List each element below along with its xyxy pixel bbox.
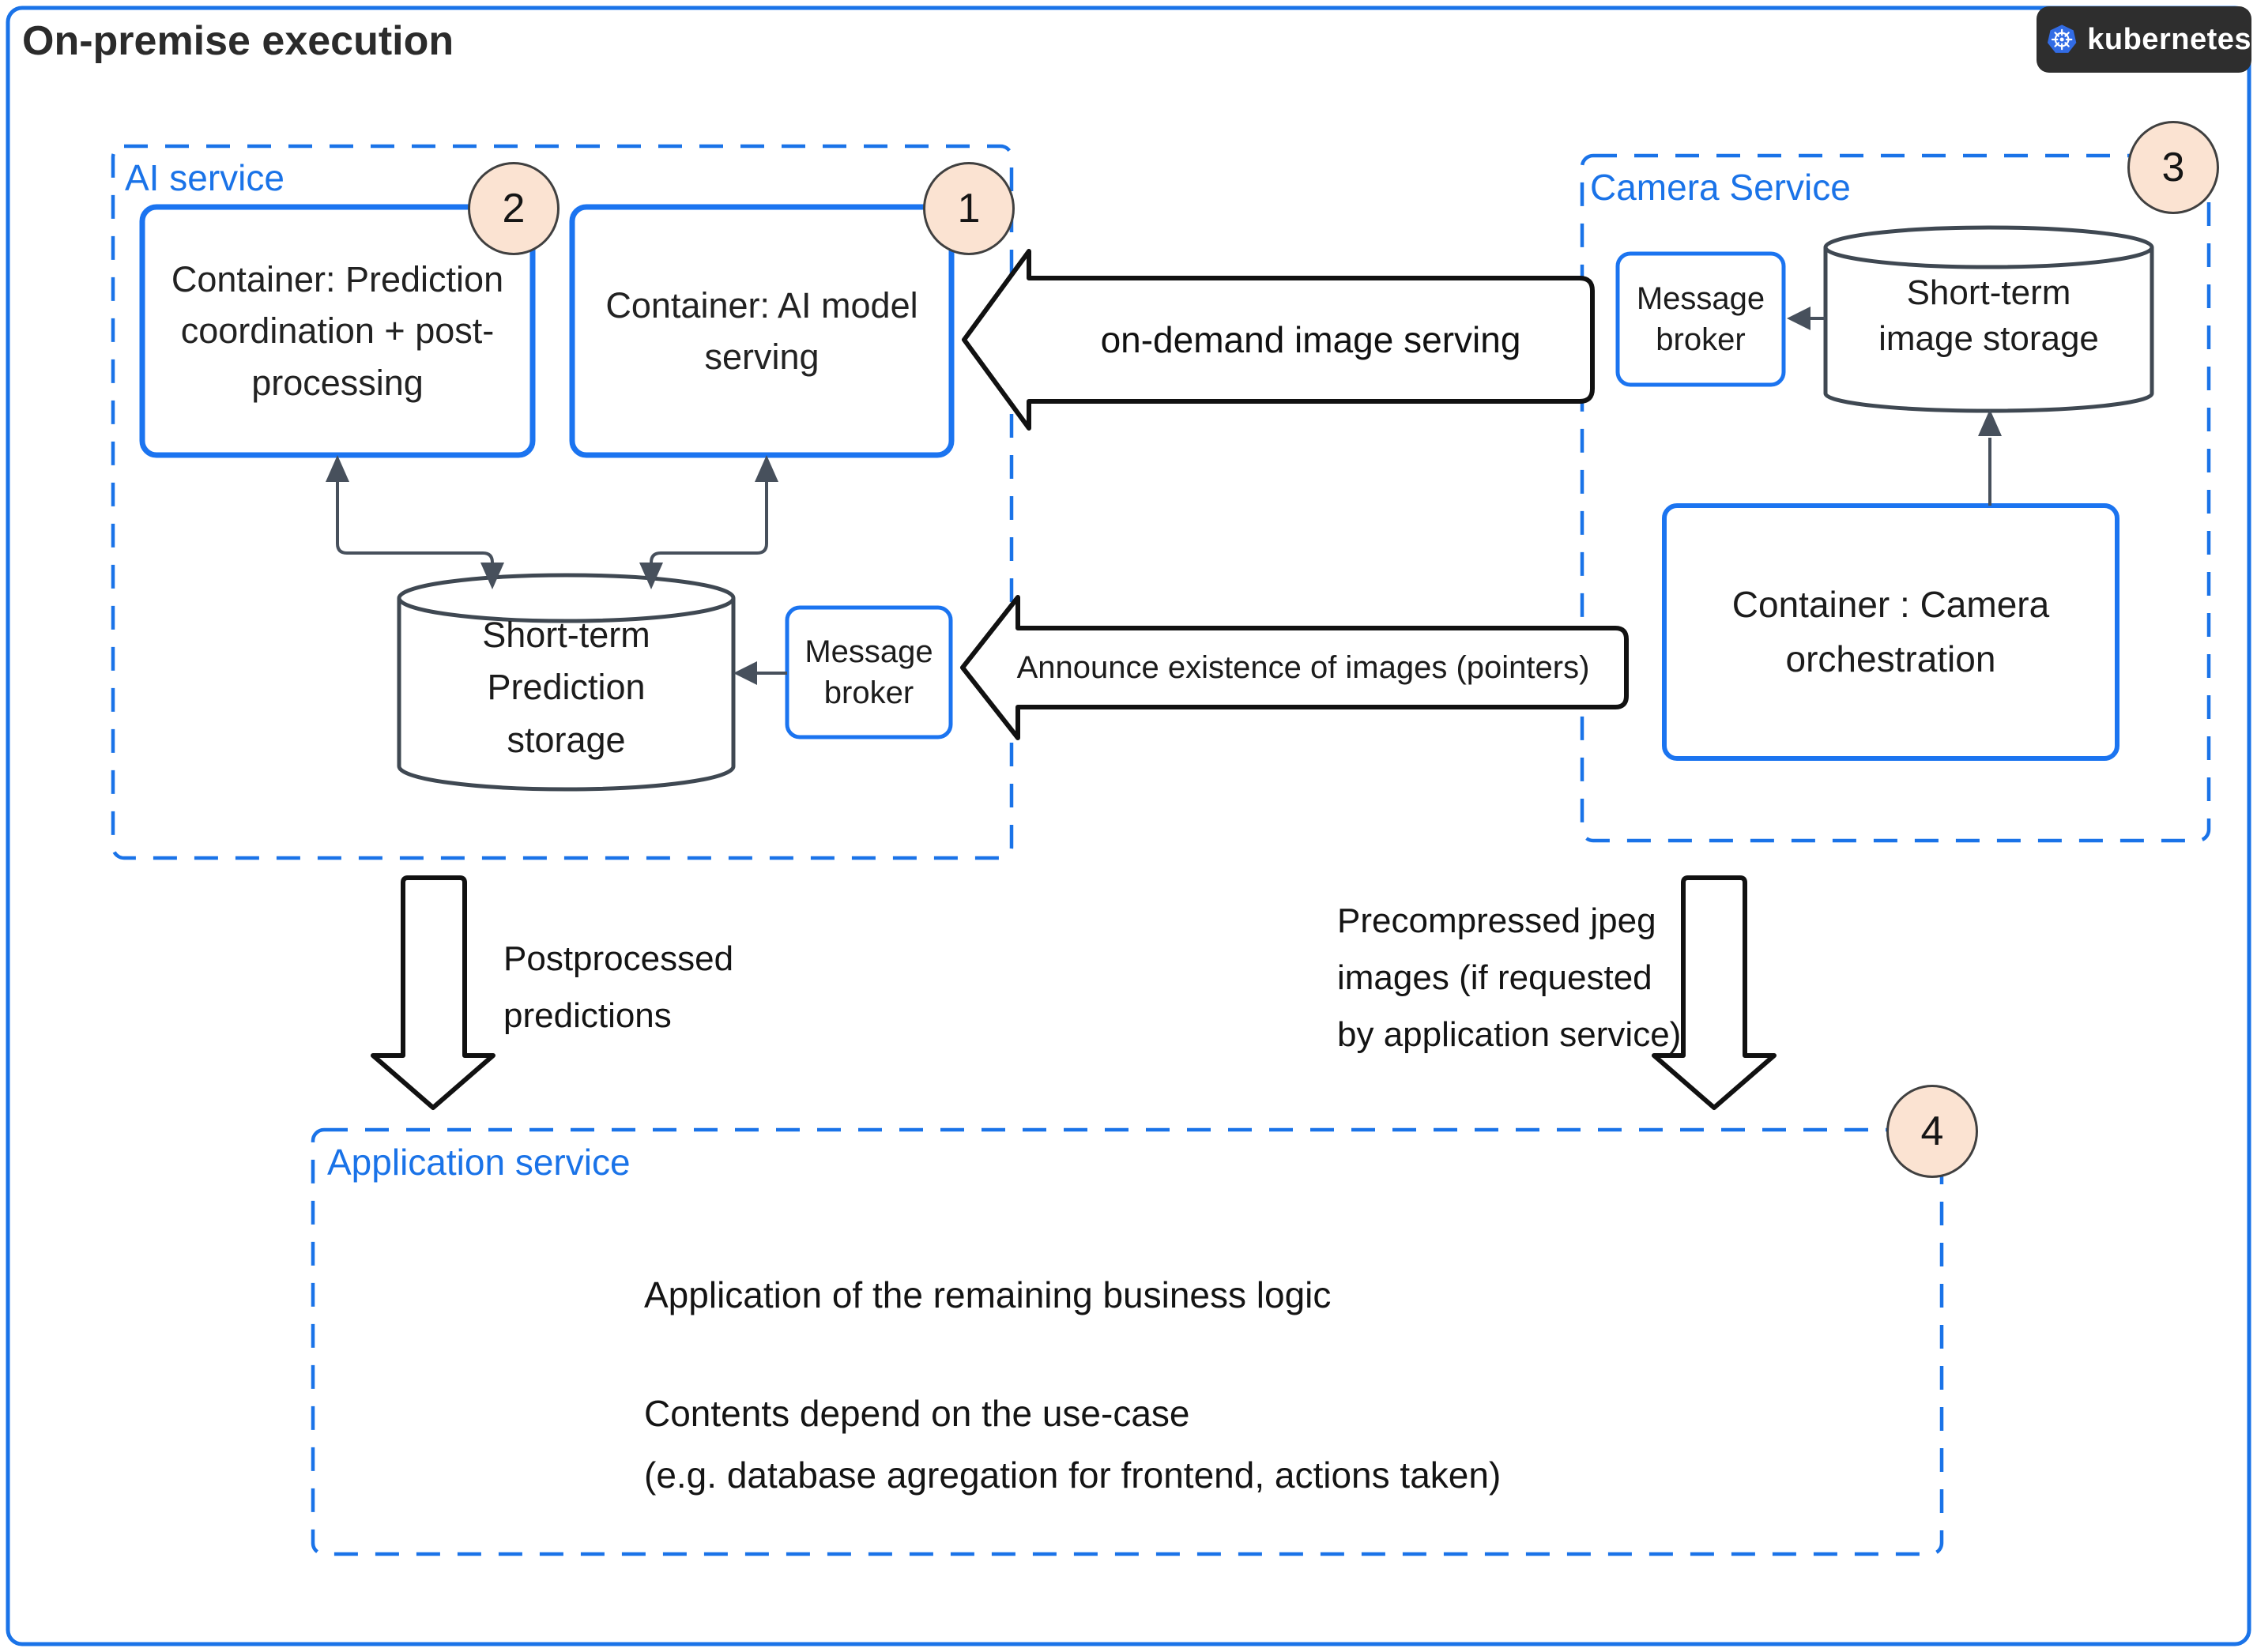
- container-ai-model-label: Container: AI model serving: [605, 284, 918, 377]
- precompressed-note: Precompressed jpeg images (if requested …: [1337, 901, 1682, 1055]
- on-demand-block-arrow: [962, 249, 1595, 431]
- container-prediction-label: Container: Prediction coordination + pos…: [171, 259, 504, 403]
- window-border: [6, 6, 2251, 1646]
- ai-service-group-box: [111, 144, 1014, 860]
- camera-service-label: Camera Service: [1590, 167, 1851, 208]
- camera-orchestration-label: Container : Camera orchestration: [1731, 584, 2050, 679]
- badge-1-ai-model: 1: [923, 162, 1015, 255]
- camera-message-broker-box: [1615, 251, 1786, 387]
- camera-orchestration-box: [1662, 503, 2119, 761]
- application-logic-line: Application of the remaining business lo…: [644, 1274, 1332, 1315]
- postprocessed-note: Postprocessed predictions: [503, 939, 734, 1036]
- camera-message-broker-label: Message broker: [1636, 281, 1765, 357]
- connector-model-storage: [639, 455, 778, 589]
- on-demand-arrow-label: on-demand image serving: [1100, 319, 1521, 360]
- announce-block-arrow: [960, 595, 1629, 740]
- image-storage-label: Short-term image storage: [1878, 273, 2099, 358]
- badge-2-prediction: 2: [468, 162, 560, 255]
- application-example-line: (e.g. database agregation for frontend, …: [644, 1454, 1502, 1496]
- application-contents-line: Contents depend on the use-case: [644, 1393, 1190, 1434]
- badge-4-application-service: 4: [1886, 1085, 1978, 1178]
- application-service-group-box: [311, 1127, 1944, 1556]
- container-ai-model-box: [569, 204, 955, 458]
- page-title: On-premise execution: [22, 18, 454, 64]
- kubernetes-badge: kubernetes: [2037, 6, 2251, 73]
- kubernetes-label: kubernetes: [2087, 22, 2251, 56]
- camera-service-group-box: [1580, 153, 2211, 843]
- ai-service-label: AI service: [125, 157, 284, 198]
- announce-arrow-label: Announce existence of images (pointers): [1016, 649, 1590, 685]
- connector-orchestration-storage: [1978, 409, 2002, 506]
- connector-prediction-storage: [326, 455, 504, 589]
- connector-storage-camera-broker: [1787, 307, 1826, 330]
- connector-broker-prediction-storage: [733, 661, 787, 685]
- precompressed-block-arrow: [1652, 875, 1777, 1110]
- ai-message-broker-label: Message broker: [804, 634, 933, 710]
- prediction-storage-cylinder-icon: [397, 573, 736, 792]
- image-storage-cylinder-icon: [1823, 225, 2154, 413]
- badge-3-camera-service: 3: [2127, 121, 2219, 214]
- postprocessed-block-arrow: [371, 875, 495, 1110]
- kubernetes-helm-icon: [2047, 24, 2077, 53]
- application-service-label: Application service: [327, 1142, 631, 1183]
- prediction-storage-label: Short-term Prediction storage: [482, 614, 650, 760]
